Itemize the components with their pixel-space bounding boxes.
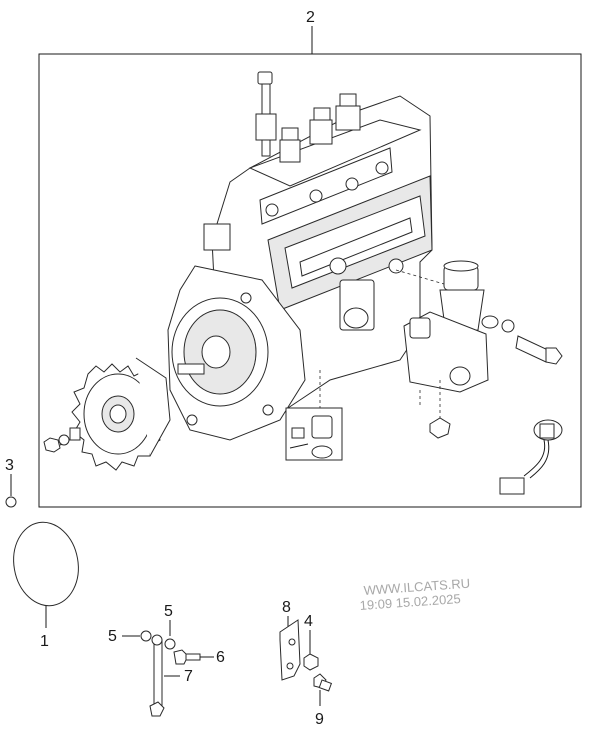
bracket-group-8: 8 4 9 [279,599,333,728]
gear-nut [43,427,81,453]
inset-detail [285,370,343,461]
callout-4: 4 [304,613,313,630]
assembly-frame [38,53,582,508]
callout-1: 1 [40,633,49,650]
bracket-assembly: 5 5 6 7 [108,603,225,717]
watermark-line-2: 19:09 15.02.2025 [359,591,461,613]
injection-pump-assembly [167,71,433,441]
callout-2: 2 [306,9,315,26]
feed-pump-group [395,260,563,439]
callout-8: 8 [282,599,291,616]
callout-6: 6 [216,649,225,666]
callout-3: 3 [5,457,14,474]
bracket-part-8 [279,619,301,681]
rod-part-7 [153,639,163,707]
nut-part-4 [303,653,319,671]
callout-7: 7 [184,668,193,685]
watermark-line-1: WWW.ILCATS.RU [363,576,470,598]
o-ring-part-3 [5,496,17,508]
callout-5-top: 5 [164,603,173,620]
callout-5-left: 5 [108,628,117,645]
washer-part-5-top [164,638,176,650]
gasket-ring-part-1 [13,521,79,607]
washer-part-5-left [140,630,152,642]
sensor-connector [499,419,563,495]
drive-gear [71,357,171,471]
callout-9: 9 [315,711,324,728]
